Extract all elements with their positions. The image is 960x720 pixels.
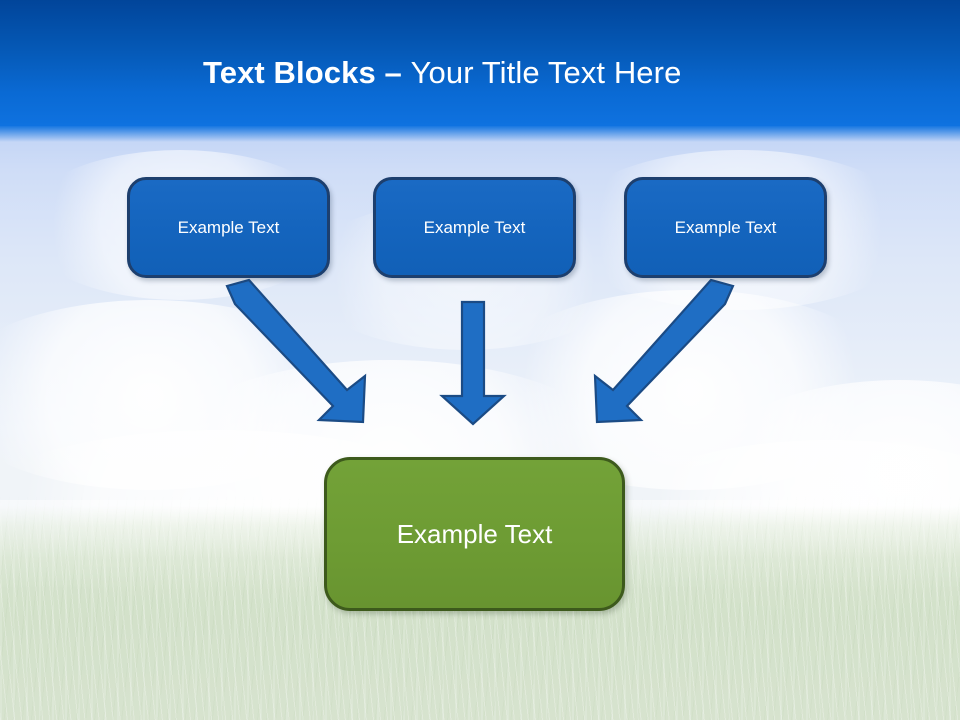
result-block-label: Example Text bbox=[396, 518, 553, 549]
title-banner bbox=[0, 0, 960, 126]
text-block-3[interactable]: Example Text bbox=[624, 177, 827, 278]
title-light-text: Your Title Text Here bbox=[410, 55, 682, 90]
result-block[interactable]: Example Text bbox=[324, 457, 625, 611]
text-block-1[interactable]: Example Text bbox=[127, 177, 330, 278]
title-banner-fade bbox=[0, 126, 960, 142]
arrow-right-diagonal bbox=[585, 278, 745, 430]
arrow-left-diagonal bbox=[215, 278, 375, 430]
title-bold-text: Text Blocks bbox=[203, 55, 385, 90]
arrow-middle-straight bbox=[439, 300, 510, 426]
text-block-2[interactable]: Example Text bbox=[373, 177, 576, 278]
title-separator: – bbox=[384, 55, 411, 90]
text-block-3-label: Example Text bbox=[674, 217, 777, 237]
page-title: Text Blocks – Your Title Text Here bbox=[203, 53, 681, 93]
text-block-1-label: Example Text bbox=[177, 217, 280, 237]
text-block-2-label: Example Text bbox=[423, 217, 526, 237]
